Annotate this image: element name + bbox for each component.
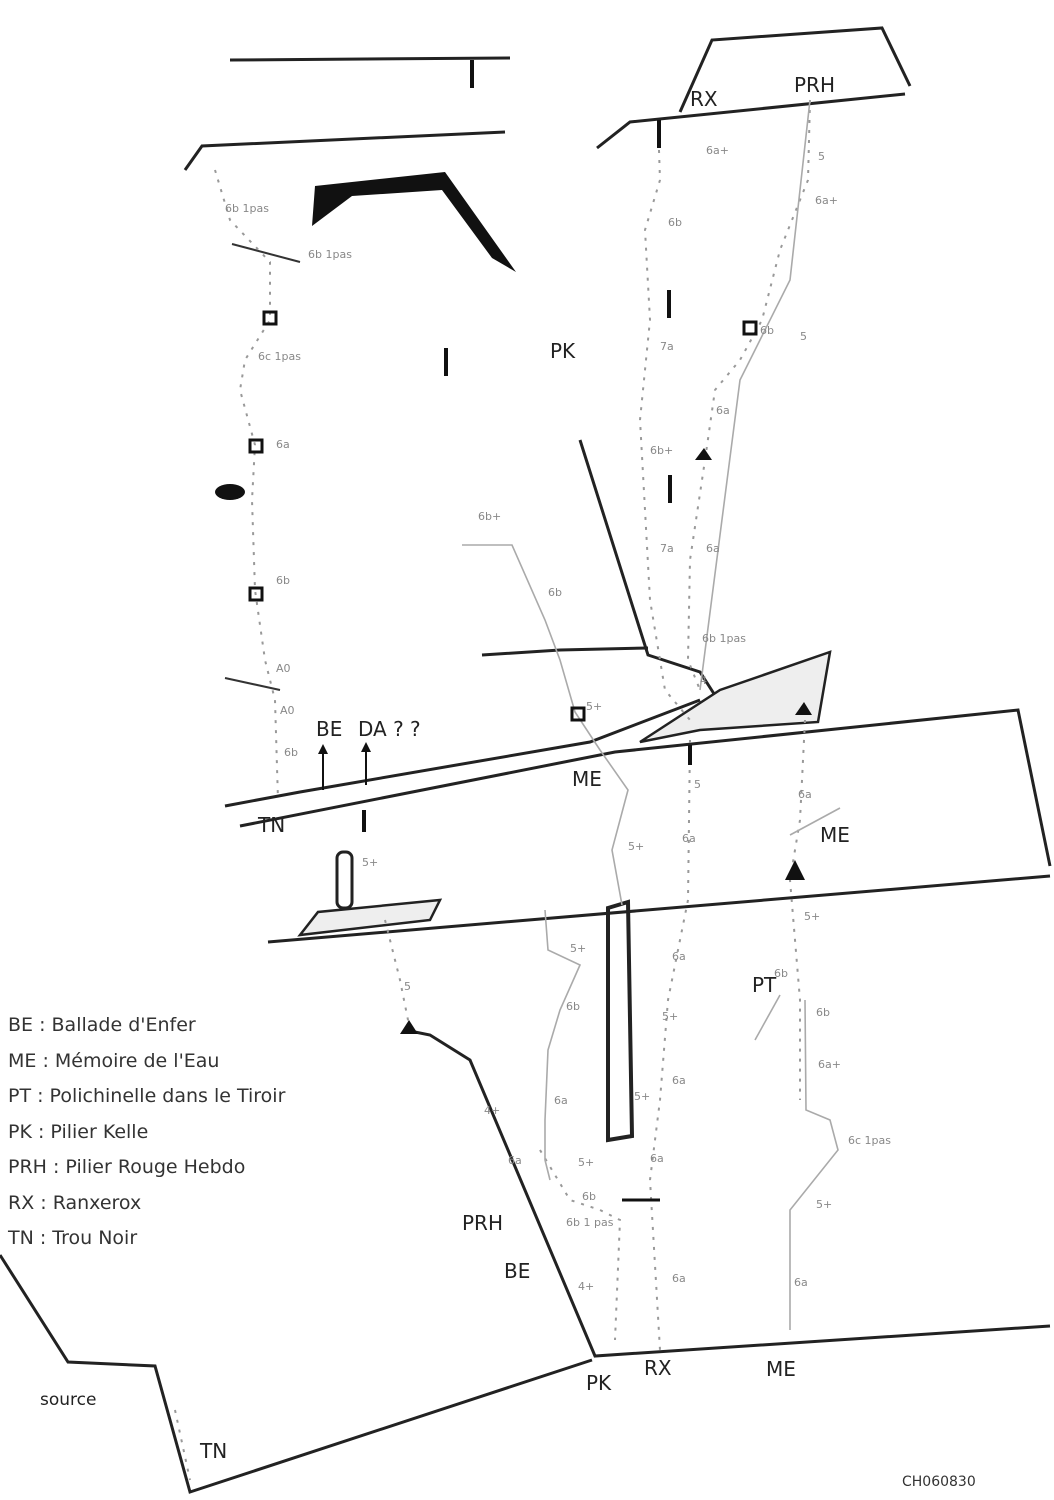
grade-label: 6a xyxy=(672,1074,686,1087)
grade-label: 6b xyxy=(582,1190,596,1203)
grade-label: 5 xyxy=(800,330,807,343)
belay-markers xyxy=(248,60,812,1202)
grade-label: 6a xyxy=(672,950,686,963)
pillar-large xyxy=(606,899,635,1143)
grade-label: 6b xyxy=(816,1006,830,1019)
grade-label: 4+ xyxy=(484,1104,500,1117)
grade-label: 6b xyxy=(566,1000,580,1013)
grade-label: A0 xyxy=(280,704,295,717)
grade-label: 6c 1pas xyxy=(848,1134,891,1147)
drawing-code: CH060830 xyxy=(902,1474,976,1490)
grade-label: 7a xyxy=(660,340,674,353)
grade-label: 5+ xyxy=(628,840,644,853)
label-tn-mid: TN xyxy=(257,813,285,837)
label-be: BE xyxy=(316,717,342,741)
label-me-right: ME xyxy=(820,823,850,847)
label-rx-bottom: RX xyxy=(644,1356,672,1380)
grade-label: 6a xyxy=(682,832,696,845)
grade-label: 6b xyxy=(774,967,788,980)
grade-label: 6a xyxy=(706,542,720,555)
label-prh-low: PRH xyxy=(462,1211,503,1235)
grade-label: 6c 1pas xyxy=(258,350,301,363)
grade-label: 6a xyxy=(650,1152,664,1165)
scree-ledge xyxy=(639,650,832,744)
grade-label: 5+ xyxy=(662,1010,678,1023)
legend-item: ME : Mémoire de l'Eau xyxy=(8,1049,220,1072)
grade-label: 6b xyxy=(548,586,562,599)
grade-label: 6b xyxy=(276,574,290,587)
grade-label: 4 xyxy=(700,674,707,687)
label-tn-bottom: TN xyxy=(199,1439,227,1463)
label-prh-top: PRH xyxy=(794,73,835,97)
grade-label: 6b+ xyxy=(478,510,501,523)
legend-item: RX : Ranxerox xyxy=(8,1191,142,1214)
grade-label: A0 xyxy=(276,662,291,675)
grade-label: 5 xyxy=(818,150,825,163)
grade-label: 6b+ xyxy=(650,444,673,457)
grade-label: 5+ xyxy=(578,1156,594,1169)
grade-label: 6a+ xyxy=(706,144,729,157)
grade-label: 7a xyxy=(660,542,674,555)
grade-label: 5+ xyxy=(586,700,602,713)
grade-label: 5+ xyxy=(804,910,820,923)
grade-label: 6a xyxy=(508,1154,522,1167)
grade-label: 6a xyxy=(798,788,812,801)
legend-item: PT : Polichinelle dans le Tiroir xyxy=(8,1085,286,1107)
grade-label: 5 xyxy=(694,778,701,791)
grade-label: 6b 1pas xyxy=(702,632,746,645)
grade-label: 6b 1 pas xyxy=(566,1216,614,1229)
grade-label: 6b xyxy=(760,324,774,337)
grade-label: 5+ xyxy=(634,1090,650,1103)
grade-label: 5 xyxy=(404,980,411,993)
legend-item: PK : Pilier Kelle xyxy=(8,1120,149,1143)
grade-label: 6a+ xyxy=(815,194,838,207)
label-me-mid: ME xyxy=(572,767,602,791)
grade-label: 6a xyxy=(672,1272,686,1285)
label-pk-bottom: PK xyxy=(586,1371,612,1395)
scree-ledge-low xyxy=(297,898,443,937)
pillar-small xyxy=(335,850,354,910)
grade-label: 6a+ xyxy=(818,1058,841,1071)
label-da: DA ? ? xyxy=(358,717,421,741)
grade-label: 6a xyxy=(554,1094,568,1107)
legend-item: BE : Ballade d'Enfer xyxy=(8,1014,196,1036)
legend-item: PRH : Pilier Rouge Hebdo xyxy=(8,1156,246,1178)
grade-label: 5+ xyxy=(570,942,586,955)
grade-label: 4+ xyxy=(578,1280,594,1293)
label-pt: PT xyxy=(752,973,777,997)
legend-item: TN : Trou Noir xyxy=(8,1227,138,1249)
grade-label: 6a xyxy=(276,438,290,451)
legend: BE : Ballade d'Enfer ME : Mémoire de l'E… xyxy=(8,1008,285,1257)
label-be-low: BE xyxy=(504,1259,530,1283)
grade-label: 5+ xyxy=(362,856,378,869)
hole-icon xyxy=(215,484,245,500)
route-lines xyxy=(174,99,841,1481)
label-rx-top: RX xyxy=(690,87,718,111)
label-pk-mid: PK xyxy=(550,339,576,363)
grade-label: 5+ xyxy=(816,1198,832,1211)
rock-outlines xyxy=(0,26,1052,1494)
label-source: source xyxy=(40,1390,96,1410)
grade-label: 6a xyxy=(794,1276,808,1289)
grade-label: 6b 1pas xyxy=(225,202,269,215)
grade-label: 6b 1pas xyxy=(308,248,352,261)
grade-label: 6b xyxy=(668,216,682,229)
overhang-roof xyxy=(312,172,516,272)
grade-label: 6b xyxy=(284,746,298,759)
label-me-bottom: ME xyxy=(766,1357,796,1381)
grade-label: 6a xyxy=(716,404,730,417)
